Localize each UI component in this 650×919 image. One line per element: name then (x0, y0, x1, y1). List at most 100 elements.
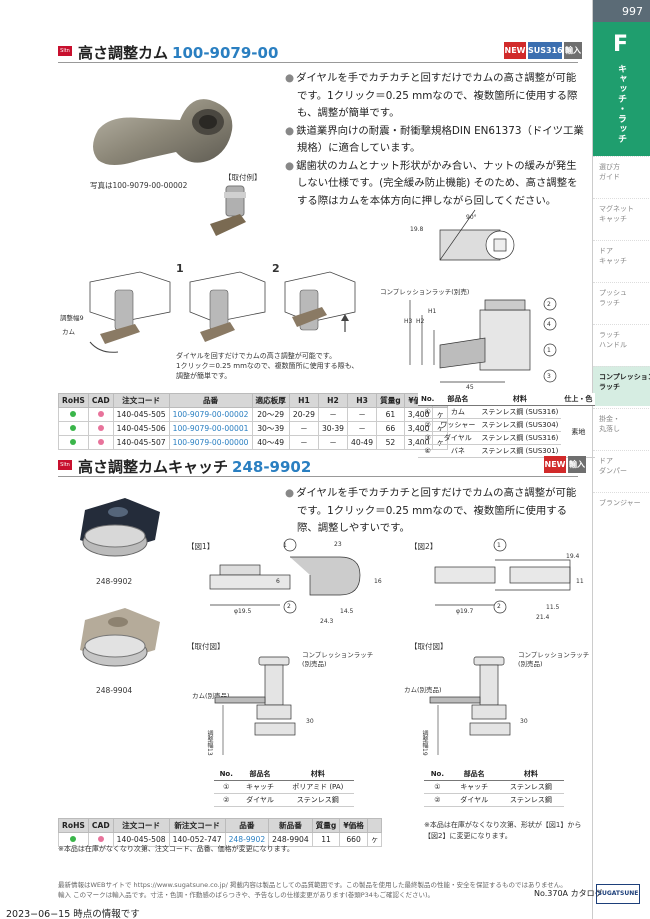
column-header: 品番 (224, 818, 270, 833)
column-header: CAD (87, 393, 114, 408)
sidebar-item[interactable]: プッシュ ラッチ (593, 282, 650, 322)
fig2-dim-19-4: 19.4 (566, 553, 580, 560)
sidebar-item[interactable]: 掛金・ 丸落し (593, 408, 650, 448)
column-header: RoHS (58, 393, 89, 408)
section1-description: ダイヤルを手でカチカチと回すだけでカムの高さ調整が可能です。1クリック＝0.25… (285, 70, 585, 210)
mount1-cam-label: カム(別売品) (192, 692, 230, 700)
table-cell: ④ (418, 444, 438, 458)
column-header: RoHS (58, 818, 89, 833)
fig1-dim-19-5: φ19.5 (234, 608, 252, 615)
table-cell: 40～49 (251, 435, 290, 450)
category-name: キャッチ・ラッチ (616, 64, 626, 144)
column-header: 部品名 (437, 393, 479, 406)
cad-icon[interactable] (87, 421, 114, 436)
cad-icon[interactable] (87, 407, 114, 422)
callout-1: 1 (283, 542, 287, 549)
fig1-dim-24-3: 24.3 (320, 618, 334, 625)
category-sidebar: 997 F キャッチ・ラッチ 選び方 ガイドマグネット キャッチドア キャッチプ… (592, 0, 650, 919)
sidebar-item[interactable]: ドア ダンパー (593, 450, 650, 490)
table-cell: ヶ (366, 832, 383, 847)
fig1-dim-14-5: 14.5 (340, 608, 354, 615)
import-badge: 輸入 (564, 42, 582, 59)
table-cell: ダイヤル (450, 793, 498, 807)
fig2-drawing (434, 538, 571, 614)
mount2-dim-30: 30 (520, 718, 528, 725)
rohs-icon (58, 421, 89, 436)
bullet-text: ダイヤルを手でカチカチと回すだけでカムの高さ調整が可能です。1クリック＝0.25… (285, 70, 585, 123)
table-cell: ① (424, 780, 451, 794)
column-header: 仕上・色 (561, 393, 596, 406)
table-cell: バネ (437, 444, 479, 458)
table-cell: ポリアミド (PA) (281, 780, 354, 794)
bullet-text: ダイヤルを手でカチカチと回すだけでカムの高さ調整が可能です。1クリック＝0.25… (285, 485, 585, 538)
table-cell: 140-045-505 (112, 407, 170, 422)
sidebar-item[interactable]: ドア キャッチ (593, 240, 650, 280)
category-letter: F (613, 32, 629, 57)
table-cell: ② (418, 418, 438, 432)
table-cell: 20～29 (251, 407, 290, 422)
mount1-label: 【取付図】 (187, 642, 225, 651)
fig1-dim-6: 6 (276, 578, 280, 585)
footer-line-2: 輸入 このマークは輸入品です。寸法・色調・作動感のばらつきや、予告なしの仕様変更… (58, 891, 434, 899)
sidebar-item[interactable]: 選び方 ガイド (593, 156, 650, 196)
table-cell: ステンレス鋼 (SUS304) (478, 418, 562, 432)
mount1-latch-label: コンプレッションラッチ (別売品) (302, 651, 374, 668)
table-cell: ワッシャー (437, 418, 479, 432)
fig2-dim-11-5: 11.5 (546, 604, 560, 611)
section2-code: 248-9902 (232, 458, 312, 476)
table-cell: ダイヤル (238, 793, 282, 807)
sidebar-item[interactable]: ブランジャー (593, 492, 650, 532)
table-cell: ダイヤル (437, 431, 479, 445)
section2-description: ダイヤルを手でカチカチと回すだけでカムの高さ調整が可能です。1クリック＝0.25… (285, 485, 585, 538)
cam-photo (93, 99, 233, 165)
column-header: No. (214, 768, 239, 781)
sidebar-item[interactable]: コンプレッション ラッチ (593, 366, 650, 406)
sidebar-item[interactable]: ラッチ ハンドル (593, 324, 650, 364)
cam-label: カム (62, 328, 75, 336)
column-header: 材料 (497, 768, 564, 781)
sidebar-item[interactable]: マグネット キャッチ (593, 198, 650, 238)
table-cell: 66 (376, 421, 405, 436)
mount-example-label: 【取付例】 (224, 173, 262, 182)
column-header: 新品番 (268, 818, 313, 833)
table-cell: ② (214, 793, 239, 807)
column-header: H2 (317, 393, 349, 408)
table-cell: － (317, 407, 349, 422)
import-badge: 輸入 (568, 456, 586, 473)
category-tab[interactable]: F キャッチ・ラッチ (593, 22, 650, 156)
table-cell: 61 (376, 407, 405, 422)
table-cell: 100-9079-00-00002 (168, 407, 253, 422)
table-cell: ステンレス鋼 (497, 780, 564, 794)
callout-3: 3 (547, 373, 551, 380)
table-cell: キャッチ (238, 780, 282, 794)
dim-90deg: 90° (466, 214, 477, 221)
fig2-label: 【図2】 (410, 542, 438, 551)
photo-248-9904 (80, 608, 160, 667)
dim-45: 45 (466, 384, 474, 391)
finish-cell: 素地 (561, 405, 596, 458)
cad-icon[interactable] (87, 435, 114, 450)
column-header: 部品名 (450, 768, 498, 781)
adjustment-illustration (89, 271, 356, 353)
table-cell: キャッチ (450, 780, 498, 794)
adjust-note: ダイヤルを回すだけでカムの高さ調整が可能です。 1クリック＝0.25 mmなので… (176, 352, 359, 380)
column-header: 材料 (281, 768, 354, 781)
table-cell: － (288, 435, 319, 450)
column-header: 注文コード (112, 818, 170, 833)
dim-h1: H1 (428, 308, 437, 315)
material-badge: SUS316 (528, 42, 563, 59)
mount2-latch-label: コンプレッションラッチ (別売品) (518, 651, 590, 668)
fig2-dim-19-7: φ19.7 (456, 608, 474, 615)
table-cell: 140-052-747 (168, 832, 226, 847)
new-badge: NEW (544, 456, 566, 473)
